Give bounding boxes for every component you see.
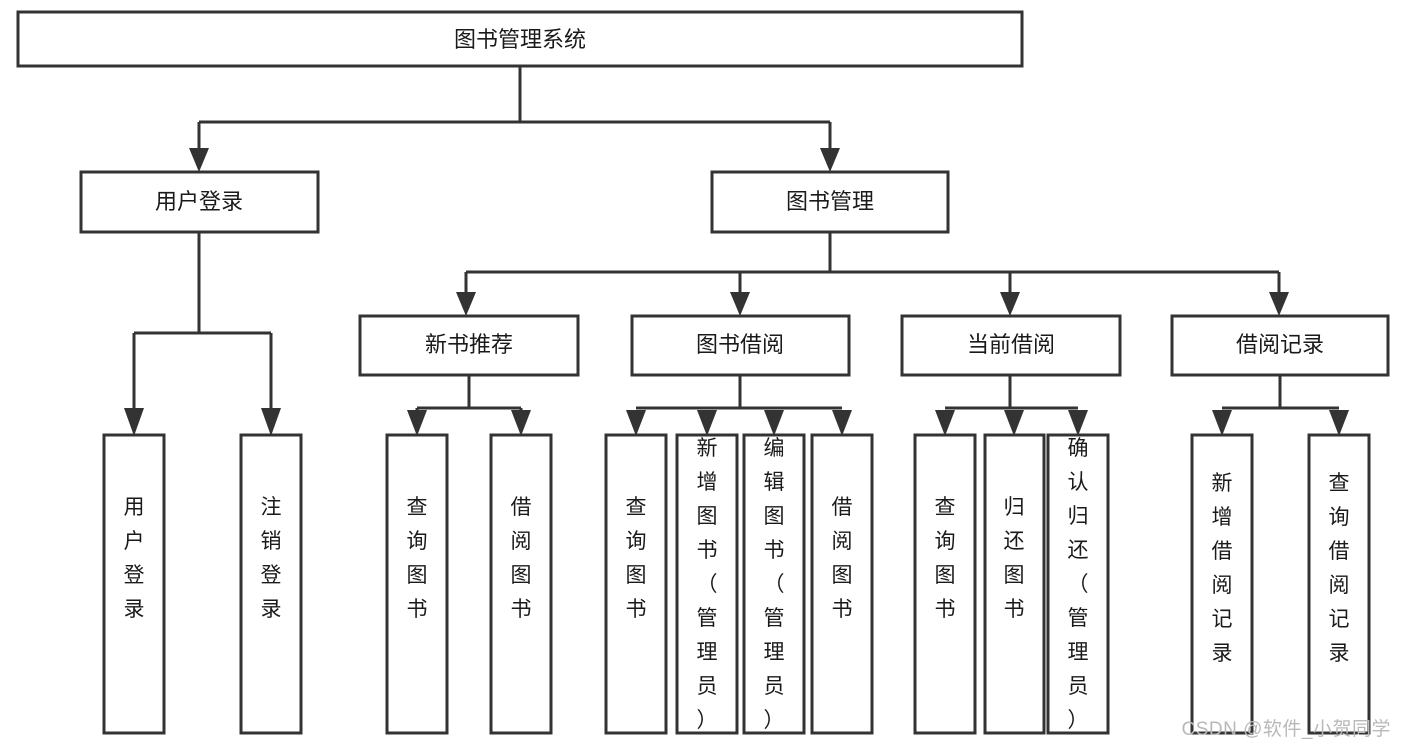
leaf-current-borrow-3-box[interactable] <box>1046 433 1110 735</box>
arrow-root-to-book-mgmt <box>820 148 840 172</box>
node-new-book-recommend-box[interactable] <box>358 314 580 377</box>
leaf-book-borrow-3-box[interactable] <box>742 433 806 735</box>
leaf-book-borrow-3-label: 编辑图书（管理员） <box>764 437 785 732</box>
leaf-current-borrow-2-box[interactable] <box>983 433 1046 735</box>
leaf-new-book-1-box[interactable] <box>385 433 449 735</box>
leaf-book-borrow-2-label: 新增图书（管理员） <box>697 437 718 732</box>
arrow-new-book-leaf-2 <box>511 410 531 436</box>
connector-layer <box>124 66 1349 436</box>
node-book-management-box[interactable] <box>710 170 950 234</box>
leaf-new-book-2-box[interactable] <box>489 433 553 735</box>
node-borrow-record[interactable]: 借阅记录 <box>1170 314 1390 377</box>
leaf-user-login-1[interactable]: 用户登录 <box>102 433 166 735</box>
node-borrow-record-label: 借阅记录 <box>1236 332 1324 357</box>
leaf-book-borrow-2-box[interactable] <box>675 433 739 735</box>
leaf-current-borrow-1-box[interactable] <box>913 433 977 735</box>
arrow-new-book-leaf-1 <box>407 410 427 436</box>
leaf-book-borrow-1-label: 查询图书 <box>626 496 647 621</box>
leaf-book-borrow-4[interactable]: 借阅图书 <box>810 433 874 735</box>
leaf-user-login-2[interactable]: 注销登录 <box>239 433 303 735</box>
node-current-borrow[interactable]: 当前借阅 <box>900 314 1122 377</box>
arrow-user-login-leaf-1 <box>124 408 144 436</box>
arrow-to-borrow-record <box>1269 292 1289 316</box>
node-book-management[interactable]: 图书管理 <box>710 170 950 234</box>
leaf-borrow-record-2-label: 查询借阅记录 <box>1329 472 1350 665</box>
leaf-book-borrow-1-box[interactable] <box>604 433 668 735</box>
node-new-book-recommend-label: 新书推荐 <box>425 332 513 357</box>
leaf-current-borrow-3[interactable]: 确认归还（管理员） <box>1046 433 1110 735</box>
leaf-user-login-2-label: 注销登录 <box>261 496 282 621</box>
leaf-borrow-record-1[interactable]: 新增借阅记录 <box>1190 433 1254 735</box>
leaf-borrow-record-1-label: 新增借阅记录 <box>1212 472 1233 665</box>
leaf-borrow-record-2-box[interactable] <box>1307 433 1371 735</box>
node-book-borrow-box[interactable] <box>630 314 851 377</box>
arrow-book-borrow-leaf-1 <box>626 410 646 436</box>
arrow-to-current-borrow <box>1000 292 1020 316</box>
leaf-new-book-1-label: 查询图书 <box>407 496 428 621</box>
leaf-new-book-1[interactable]: 查询图书 <box>385 433 449 735</box>
node-user-login-box[interactable] <box>79 170 320 234</box>
leaf-current-borrow-1-label: 查询图书 <box>935 496 956 621</box>
arrow-user-login-leaf-2 <box>261 408 281 436</box>
node-borrow-record-box[interactable] <box>1170 314 1390 377</box>
leaf-book-borrow-2[interactable]: 新增图书（管理员） <box>675 433 739 735</box>
node-user-login-label: 用户登录 <box>155 189 243 214</box>
node-current-borrow-label: 当前借阅 <box>967 332 1055 357</box>
node-book-management-label: 图书管理 <box>786 189 874 214</box>
node-new-book-recommend[interactable]: 新书推荐 <box>358 314 580 377</box>
leaf-book-borrow-3[interactable]: 编辑图书（管理员） <box>742 433 806 735</box>
arrow-borrow-record-leaf-1 <box>1212 410 1232 436</box>
node-user-login[interactable]: 用户登录 <box>79 170 320 234</box>
arrow-to-new-book-recommend <box>456 292 476 316</box>
leaf-current-borrow-3-label: 确认归还（管理员） <box>1068 437 1089 732</box>
arrow-book-borrow-leaf-4 <box>832 410 852 436</box>
leaf-new-book-2-label: 借阅图书 <box>511 496 532 621</box>
node-book-borrow-label: 图书借阅 <box>696 332 784 357</box>
leaf-user-login-1-label: 用户登录 <box>124 496 145 621</box>
node-root-label: 图书管理系统 <box>454 27 586 52</box>
leaf-book-borrow-4-box[interactable] <box>810 433 874 735</box>
leaf-current-borrow-2[interactable]: 归还图书 <box>983 433 1046 735</box>
arrow-current-borrow-leaf-1 <box>935 410 955 436</box>
leaf-new-book-2[interactable]: 借阅图书 <box>489 433 553 735</box>
arrow-to-book-borrow <box>730 292 750 316</box>
leaf-current-borrow-2-label: 归还图书 <box>1004 496 1025 621</box>
leaf-user-login-2-box[interactable] <box>239 433 303 735</box>
arrow-root-to-user-login <box>189 148 209 172</box>
leaf-borrow-record-1-box[interactable] <box>1190 433 1254 735</box>
leaf-book-borrow-1[interactable]: 查询图书 <box>604 433 668 735</box>
arrow-borrow-record-leaf-2 <box>1329 410 1349 436</box>
arrow-current-borrow-leaf-3 <box>1068 410 1088 436</box>
leaf-book-borrow-4-label: 借阅图书 <box>832 496 853 621</box>
leaf-borrow-record-2[interactable]: 查询借阅记录 <box>1307 433 1371 735</box>
node-book-borrow[interactable]: 图书借阅 <box>630 314 851 377</box>
arrow-book-borrow-leaf-2 <box>697 410 717 436</box>
node-root[interactable]: 图书管理系统 <box>16 10 1024 68</box>
arrow-book-borrow-leaf-3 <box>764 410 784 436</box>
node-current-borrow-box[interactable] <box>900 314 1122 377</box>
node-root-box[interactable] <box>16 10 1024 68</box>
leaf-current-borrow-1[interactable]: 查询图书 <box>913 433 977 735</box>
arrow-current-borrow-leaf-2 <box>1004 410 1024 436</box>
leaf-user-login-1-box[interactable] <box>102 433 166 735</box>
